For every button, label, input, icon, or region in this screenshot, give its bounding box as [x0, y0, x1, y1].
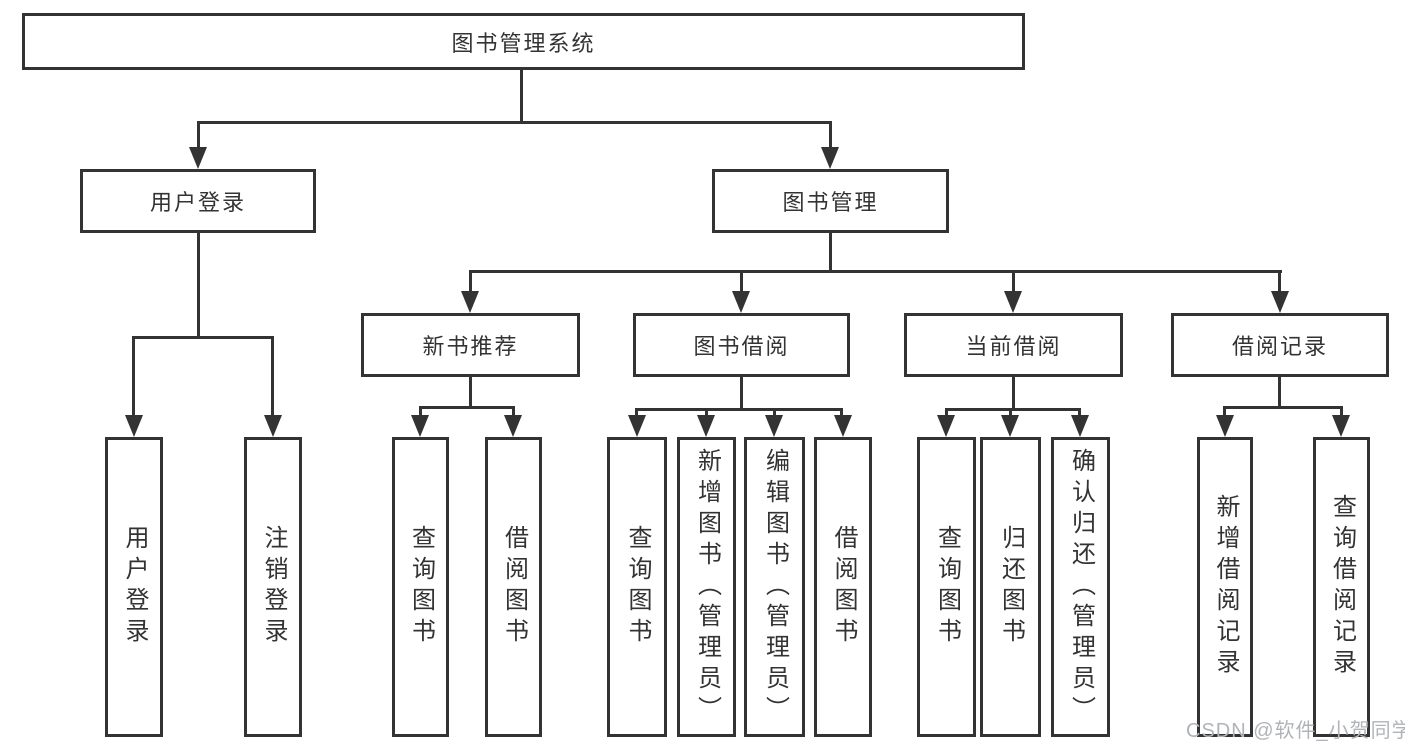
node-current-borrow: 当前借阅: [904, 313, 1123, 377]
leaf-user-login: 用户登录: [105, 437, 163, 737]
arrow-down-icon: [1271, 291, 1289, 313]
arrow-down-icon: [125, 415, 143, 437]
node-label: 新书推荐: [422, 334, 519, 359]
connector-leaf-stem: [635, 408, 638, 417]
connector-root-hbar: [197, 121, 831, 124]
node-label: 借阅记录: [1231, 334, 1328, 359]
connector-leaf-stem: [840, 408, 843, 417]
connector-section-hbar: [945, 408, 1081, 411]
arrow-down-icon: [834, 415, 852, 437]
connector-section-stem: [469, 270, 472, 293]
leaf-label: 编辑图书（管理员）: [761, 447, 789, 727]
arrow-down-icon: [461, 291, 479, 313]
arrow-down-icon: [628, 415, 646, 437]
connector-section-stem: [1278, 270, 1281, 293]
leaf-query-books-current: 查询图书: [917, 437, 976, 737]
connector-leaf-stem: [1078, 408, 1081, 417]
leaf-confirm-return-admin: 确认归还（管理员）: [1051, 437, 1110, 737]
connector-userlogin-down: [197, 233, 200, 336]
leaf-edit-book-admin: 编辑图书（管理员）: [744, 437, 805, 737]
node-book-management-branch: 图书管理: [712, 169, 949, 233]
arrow-down-icon: [264, 415, 282, 437]
arrow-down-icon: [1216, 415, 1234, 437]
leaf-borrow-books-recommend: 借阅图书: [485, 437, 542, 737]
connector-bookmgmt-down: [829, 233, 832, 270]
node-new-book-recommend: 新书推荐: [361, 313, 580, 377]
leaf-label: 查询图书: [933, 525, 961, 649]
leaf-label: 借阅图书: [830, 525, 857, 649]
leaf-add-borrow-record: 新增借阅记录: [1197, 437, 1253, 737]
connector-leaf-stem: [1340, 406, 1343, 417]
leaf-query-books-recommend: 查询图书: [392, 437, 449, 737]
leaf-query-books-borrow: 查询图书: [607, 437, 667, 737]
connector-root-stem: [520, 70, 523, 121]
connector-leaf-stem: [945, 408, 948, 417]
watermark: CSDN @软件_小贺同学: [1186, 720, 1405, 742]
leaf-add-book-admin: 新增图书（管理员）: [677, 437, 736, 737]
leaf-borrow-books: 借阅图书: [814, 437, 872, 737]
leaf-label: 确认归还（管理员）: [1067, 447, 1095, 727]
arrow-down-icon: [765, 415, 783, 437]
leaf-label: 用户登录: [121, 525, 148, 649]
leaf-logout: 注销登录: [244, 437, 302, 737]
connector-section-stem: [740, 270, 743, 293]
connector-bookmgmt-hbar: [469, 270, 1282, 273]
connector-section-hbar: [635, 408, 843, 411]
leaf-label: 查询借阅记录: [1328, 494, 1356, 680]
leaf-label: 新增借阅记录: [1212, 494, 1239, 680]
arrow-down-icon: [732, 291, 750, 313]
leaf-label: 借阅图书: [500, 525, 528, 649]
arrow-down-icon: [697, 415, 715, 437]
node-root: 图书管理系统: [22, 13, 1025, 70]
connector-leaf-stem: [271, 336, 274, 417]
node-root-label: 图书管理系统: [451, 30, 596, 56]
node-user-login-branch: 用户登录: [80, 169, 316, 233]
leaf-label: 查询图书: [624, 525, 651, 649]
arrow-down-icon: [411, 415, 429, 437]
connector-leaf-stem: [1223, 406, 1226, 417]
node-label: 图书借阅: [693, 334, 790, 359]
node-label: 当前借阅: [965, 334, 1062, 359]
connector-section-down: [740, 377, 743, 408]
node-borrow-records: 借阅记录: [1171, 313, 1389, 377]
node-label: 用户登录: [149, 190, 246, 215]
arrow-down-icon: [1001, 415, 1019, 437]
connector-section-hbar: [419, 406, 515, 409]
connector-leaf-stem: [512, 406, 515, 417]
arrow-down-icon: [821, 147, 839, 169]
arrow-down-icon: [1071, 415, 1089, 437]
leaf-label: 归还图书: [997, 525, 1025, 649]
arrow-down-icon: [1004, 291, 1022, 313]
connector-userlogin-stem: [197, 121, 200, 149]
leaf-return-book: 归还图书: [980, 437, 1041, 737]
arrow-down-icon: [504, 415, 522, 437]
connector-leaf-stem: [419, 406, 422, 417]
leaf-label: 注销登录: [260, 525, 287, 649]
connector-leaf-stem: [705, 408, 708, 417]
node-label: 图书管理: [782, 190, 879, 215]
connector-section-down: [469, 377, 472, 406]
connector-userlogin-hbar: [132, 336, 274, 339]
arrow-down-icon: [189, 147, 207, 169]
connector-leaf-stem: [1009, 408, 1012, 417]
connector-section-down: [1278, 377, 1281, 406]
leaf-label: 新增图书（管理员）: [693, 447, 721, 727]
connector-section-stem: [1012, 270, 1015, 293]
node-book-borrow: 图书借阅: [633, 313, 850, 377]
arrow-down-icon: [1332, 415, 1350, 437]
leaf-label: 查询图书: [407, 525, 435, 649]
arrow-down-icon: [937, 415, 955, 437]
connector-leaf-stem: [773, 408, 776, 417]
connector-leaf-stem: [132, 336, 135, 417]
connector-section-down: [1012, 377, 1015, 408]
connector-section-hbar: [1223, 406, 1342, 409]
leaf-query-borrow-record: 查询借阅记录: [1313, 437, 1370, 737]
connector-bookmgmt-stem: [829, 121, 832, 149]
